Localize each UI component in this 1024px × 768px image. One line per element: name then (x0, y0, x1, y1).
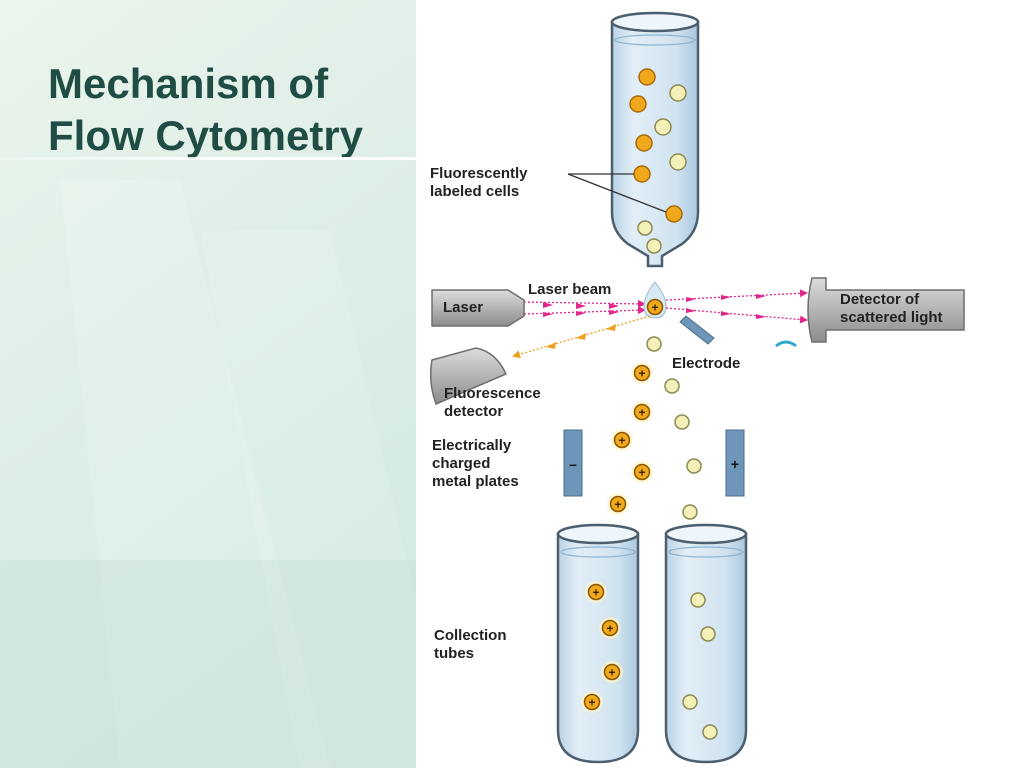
svg-text:+: + (651, 301, 658, 315)
labeled-cell (646, 298, 664, 316)
svg-text:+: + (588, 696, 595, 710)
labeled-cell (635, 134, 653, 152)
charged-cell: + (607, 493, 629, 515)
unlabeled-cell (682, 504, 698, 520)
svg-text:+: + (638, 406, 645, 420)
charged-cell: + (611, 429, 633, 451)
svg-text:+: + (608, 666, 615, 680)
plate-sign-negative: – (569, 456, 577, 472)
svg-text:+: + (638, 367, 645, 381)
label-plates-line2: charged (432, 455, 490, 472)
svg-text:+: + (618, 434, 625, 448)
charged-cell: + (599, 617, 621, 639)
unlabeled-cell (646, 238, 662, 254)
scattered-light-beams (665, 289, 808, 324)
labeled-cell (638, 68, 656, 86)
label-tubes-line1: Collection (434, 627, 507, 644)
label-laser: Laser (443, 299, 483, 316)
sample-cells (629, 68, 687, 254)
scatter-detector (807, 277, 965, 343)
flow-cytometry-diagram: Fluorescently labeled cells Laser Laser … (429, 11, 965, 764)
unlabeled-cell (702, 724, 718, 740)
unlabeled-cell (669, 84, 687, 102)
labeled-cell (665, 205, 683, 223)
cells-leader-lines (567, 173, 667, 213)
laser-beam (523, 299, 646, 317)
unlabeled-cell (664, 378, 680, 394)
svg-text:+: + (614, 498, 621, 512)
unlabeled-cell (646, 336, 662, 352)
labeled-cell (633, 165, 651, 183)
label-laser-beam: Laser beam (528, 281, 611, 298)
plate-sign-positive: + (731, 456, 739, 472)
label-cells-line1: Fluorescently (430, 165, 528, 182)
unlabeled-cell (686, 458, 702, 474)
label-detector-line2: scattered light (840, 309, 943, 326)
collection-tube-left (556, 523, 640, 764)
falling-droplets: + + + + + (607, 336, 702, 520)
charged-cell: + (601, 661, 623, 683)
unlabeled-cell (674, 414, 690, 430)
svg-text:+: + (606, 622, 613, 636)
charged-cell: + (585, 581, 607, 603)
charged-cell: + (631, 362, 653, 384)
charged-cell: + (631, 461, 653, 483)
laser-device (431, 289, 525, 327)
label-fluor-line1: Fluorescence (444, 385, 541, 402)
unlabeled-cell (637, 220, 653, 236)
labeled-cell (629, 95, 647, 113)
svg-text:+: + (638, 466, 645, 480)
unlabeled-cell (669, 153, 687, 171)
label-plates-line1: Electrically (432, 437, 512, 454)
fluorescence-detector (429, 347, 508, 406)
metal-plate-negative: – (563, 429, 583, 497)
label-detector-line1: Detector of (840, 291, 920, 308)
unlabeled-cell (690, 592, 706, 608)
right-tube-cells (682, 592, 718, 740)
label-plates-line3: metal plates (432, 473, 519, 490)
title-underline (0, 157, 416, 160)
charged-cell: + (581, 691, 603, 713)
label-electrode: Electrode (672, 355, 740, 372)
sample-tube (610, 11, 700, 268)
charged-cell: + (631, 401, 653, 423)
electrode (679, 315, 715, 345)
slide-title-line1: Mechanism of (48, 60, 329, 107)
unlabeled-cell (700, 626, 716, 642)
interrogation-drop: + (643, 281, 667, 319)
label-cells-line2: labeled cells (430, 183, 519, 200)
svg-text:+: + (592, 586, 599, 600)
unlabeled-cell (654, 118, 672, 136)
metal-plate-positive: + (725, 429, 745, 497)
slide-title-line2: Flow Cytometry (48, 112, 364, 159)
diagram-panel: Fluorescently labeled cells Laser Laser … (416, 0, 1024, 768)
slide-title: Mechanism of Flow Cytometry (48, 58, 363, 162)
left-tube-cells: + + + + (581, 581, 623, 713)
fluorescence-beam (512, 315, 651, 359)
label-tubes-line2: tubes (434, 645, 474, 662)
unlabeled-cell (682, 694, 698, 710)
label-fluor-line2: detector (444, 403, 503, 420)
